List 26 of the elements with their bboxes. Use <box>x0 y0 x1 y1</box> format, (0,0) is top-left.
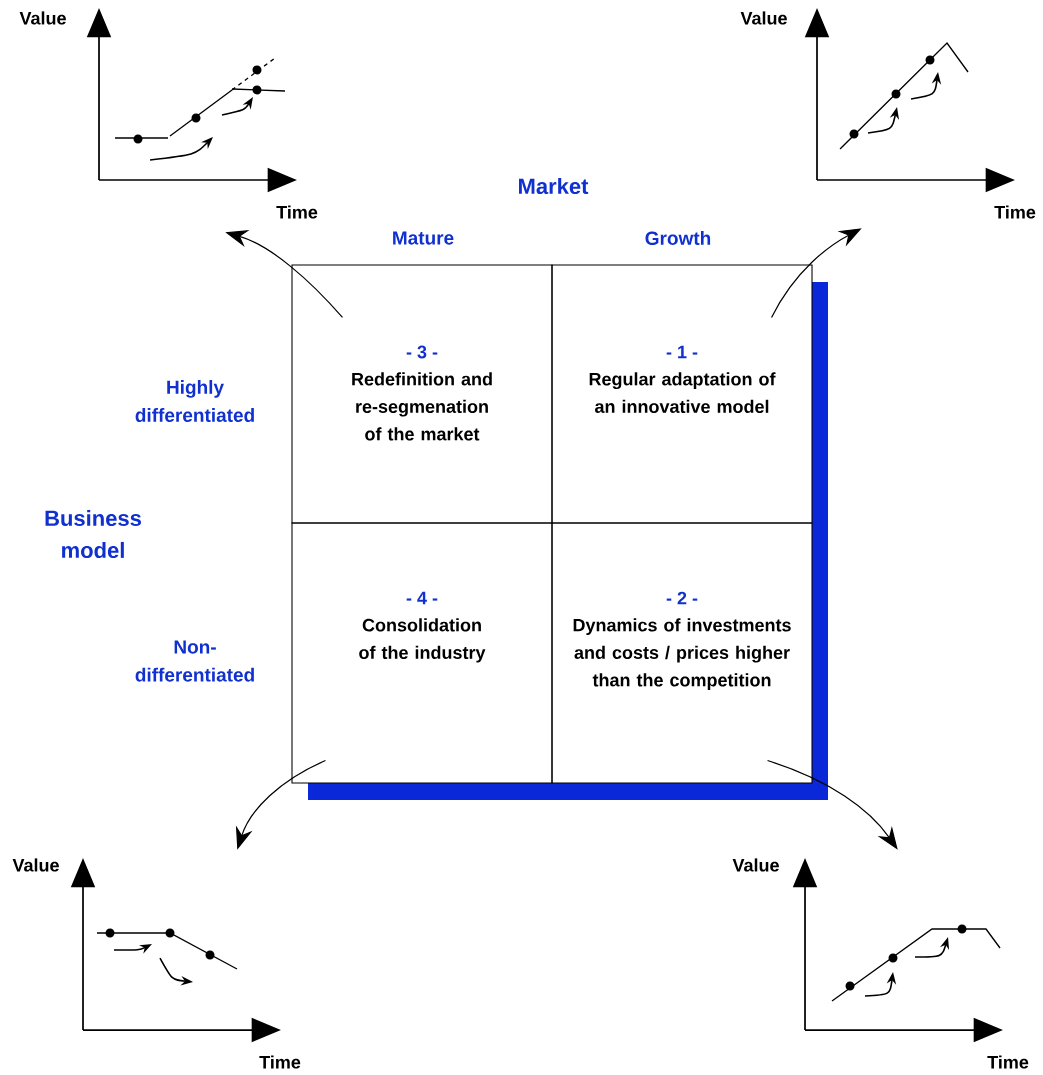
axis-label: Value <box>732 858 779 872</box>
quadrant-number: - 3 - <box>406 345 438 359</box>
quadrant-box <box>291 522 553 784</box>
quadrant-text: Consolidation of the industry <box>359 618 486 663</box>
quadrant-box <box>551 264 813 524</box>
quadrant-text: Regular adaptation of an innovative model <box>589 372 776 413</box>
quadrant-box <box>551 522 813 784</box>
axis-label: Value <box>19 11 66 25</box>
axis-label: Value <box>740 11 787 25</box>
axis-label: Time <box>276 205 318 219</box>
quadrant-number: - 2 - <box>666 591 698 605</box>
axis-label: Time <box>994 205 1036 219</box>
quadrant-text: Dynamics of investments and costs / prices higher than the competition <box>573 618 791 691</box>
axis-label: Time <box>987 1055 1029 1069</box>
axis-title: Market <box>519 177 589 195</box>
column-heading: Mature <box>393 231 454 245</box>
quadrant-number: - 1 - <box>666 345 698 359</box>
quadrant-box <box>291 264 553 524</box>
row-heading: Non-differentiated <box>135 640 254 682</box>
axis-label: Time <box>259 1055 301 1069</box>
quadrant-text: Redefinition and re-segmenation of the market <box>352 372 492 441</box>
axis-title: Business model <box>45 509 141 559</box>
column-heading: Growth <box>645 231 711 245</box>
quadrant-number: - 4 - <box>406 591 438 605</box>
axis-label: Value <box>12 858 59 872</box>
row-heading: Highly differentiated <box>135 380 254 422</box>
